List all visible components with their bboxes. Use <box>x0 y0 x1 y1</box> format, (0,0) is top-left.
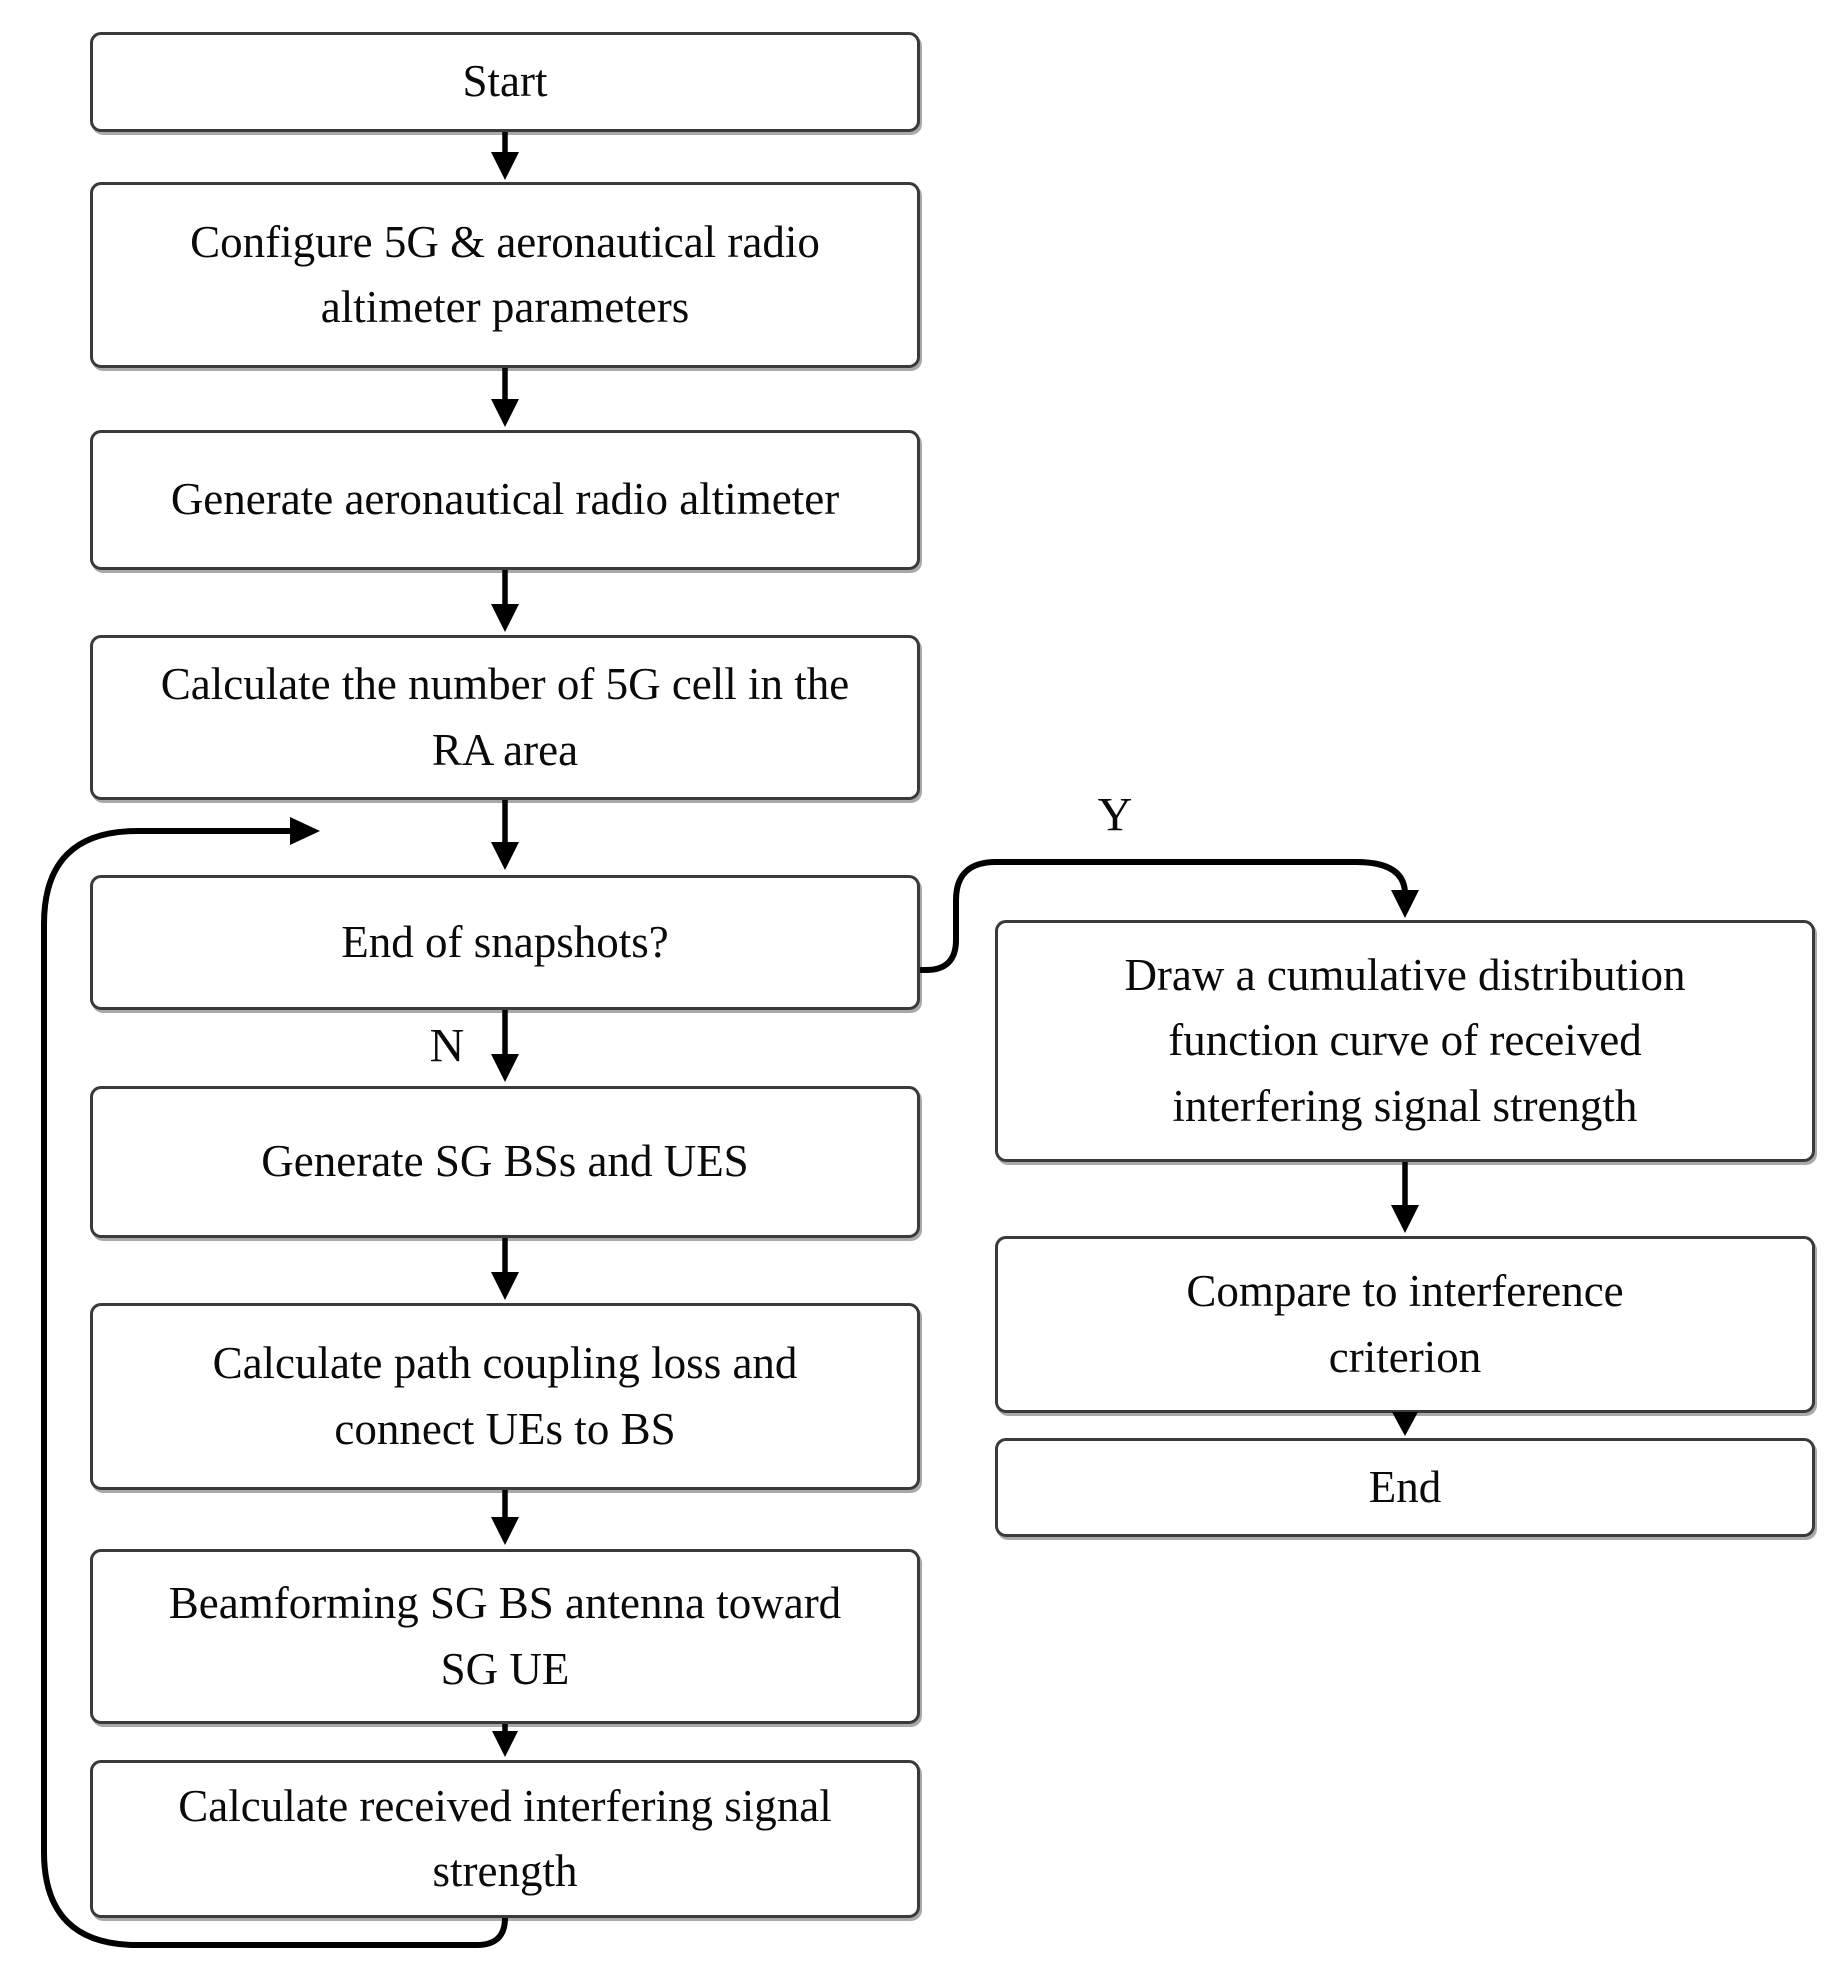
flow-node-beamforming-antenna: Beamforming SG BS antenna toward SG UE <box>90 1549 920 1724</box>
arrow-compare-to-end <box>1392 1412 1418 1436</box>
arrow-beamforming-to-calc-received <box>492 1724 518 1757</box>
flow-node-calculate-5g-cells: Calculate the number of 5G cell in the R… <box>90 635 920 800</box>
flow-node-end-of-snapshots-decision: End of snapshots? <box>90 875 920 1010</box>
arrow-start-to-configure <box>491 132 519 180</box>
branch-label-no: N <box>429 1019 465 1073</box>
flow-node-configure-parameters: Configure 5G & aeronautical radio altime… <box>90 182 920 368</box>
arrow-calc-path-to-beamforming <box>491 1490 519 1545</box>
arrow-end-snapshots-to-generate-bs <box>491 1010 519 1082</box>
arrow-generate-ra-to-calc-cells <box>491 570 519 632</box>
flow-node-calculate-path-coupling-loss: Calculate path coupling loss and connect… <box>90 1303 920 1490</box>
arrow-draw-cdf-to-compare <box>1391 1162 1419 1233</box>
flow-node-generate-radio-altimeter: Generate aeronautical radio altimeter <box>90 430 920 570</box>
flow-node-start: Start <box>90 32 920 132</box>
branch-label-yes: Y <box>1097 788 1133 842</box>
arrow-generate-bs-to-calc-path <box>491 1238 519 1300</box>
flow-node-compare-interference-criterion: Compare to interference criterion <box>995 1236 1815 1413</box>
arrow-configure-to-generate-ra <box>491 368 519 427</box>
arrow-calc-cells-to-end-snapshots <box>491 800 519 870</box>
flow-node-end: End <box>995 1438 1815 1537</box>
flow-node-generate-bss-ues: Generate SG BSs and UES <box>90 1086 920 1238</box>
flow-node-calculate-received-interference: Calculate received interfering signal st… <box>90 1760 920 1918</box>
flow-node-draw-cdf-curve: Draw a cumulative distribution function … <box>995 920 1815 1162</box>
